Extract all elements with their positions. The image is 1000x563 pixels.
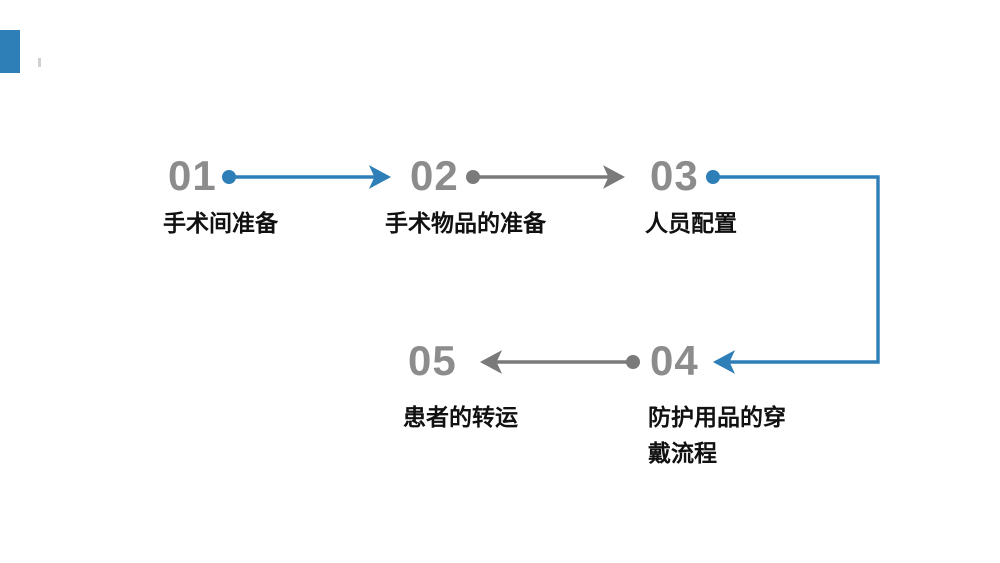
step-number-03: 03: [650, 152, 699, 199]
step-number-01: 01: [168, 152, 217, 199]
arrow-01-to-02: [222, 165, 392, 189]
arrow-02-to-03: [466, 165, 626, 189]
step-number-04: 04: [650, 337, 699, 384]
step-number-05: 05: [408, 337, 457, 384]
step-label-02: 手术物品的准备: [385, 211, 546, 237]
step-number-02: 02: [410, 152, 459, 199]
arrow-04-to-05: [479, 350, 640, 374]
corner-artifact-mark: [38, 58, 41, 67]
step-label-01: 手术间准备: [163, 211, 278, 237]
step-label-04: 防护用品的穿 戴流程: [648, 405, 786, 467]
step-label-03: 人员配置: [645, 211, 737, 237]
step-label-05: 患者的转运: [403, 405, 518, 431]
elbow-03-to-04: [706, 170, 880, 374]
accent-bar: [0, 30, 20, 73]
